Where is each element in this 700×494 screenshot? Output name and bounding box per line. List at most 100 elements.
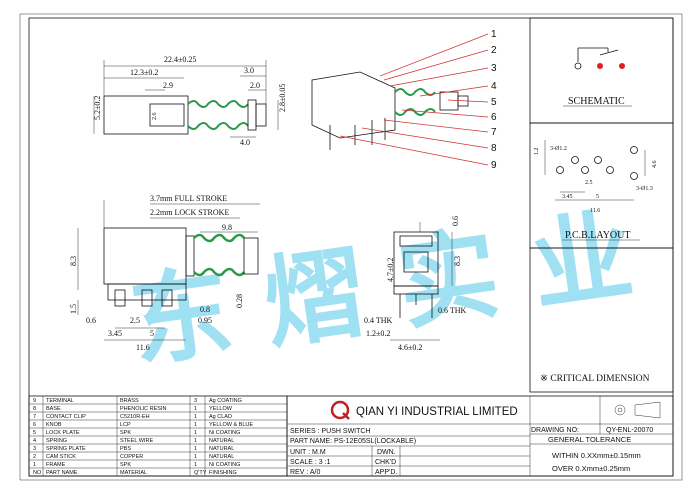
top-dim-20: 2.0 [250,81,260,90]
bom-header-no: NO [33,470,42,476]
title-block-grid [286,395,674,477]
pcb-dim-345: 3.45 [562,194,573,200]
pcb-title: P.C.B.LAYOUT [565,230,630,241]
schematic-diagram [574,47,625,70]
side-dim-5: 5 [150,329,154,338]
tolerance-within: WITHIN 0.XXmm±0.15mm [552,451,641,460]
schematic-terminal-3 [619,63,625,69]
bom-cell-material: PBS [120,446,131,452]
unit-label: UNIT : M.M [290,449,326,456]
side-dim-345: 3.45 [108,329,122,338]
bom-cell-finish: YELLOW [209,406,233,412]
callout-5: 5 [491,97,497,108]
series-label: SERIES : PUSH SWITCH [290,428,371,435]
side-dim-25: 2.5 [130,316,140,325]
end-dim-47: 4.7±0.2 [386,258,395,282]
callout-6: 6 [491,112,497,123]
bom-cell-material: C5210R-EH [120,414,150,420]
bom-cell-finish: NATURAL [209,454,234,460]
bom-cell-part: TERMINAL [46,398,74,404]
bom-cell-qty: 3 [194,398,197,404]
bom-cell-qty: 1 [194,438,197,444]
bom-cell-finish: Ni COATING [209,462,240,468]
bom-cell-material: LCP [120,422,131,428]
bom-cell-no: 7 [33,414,36,420]
side-dim-116: 11.6 [136,343,150,352]
bom-cell-no: 2 [33,454,36,460]
callout-4: 4 [491,81,497,92]
side-dim-095: 0.95 [198,316,212,325]
note-panel [529,247,674,393]
bom-cell-finish: NATURAL [209,438,234,444]
bom-cell-material: COPPER [120,454,143,460]
schematic-terminal-2 [597,63,603,69]
drawing-no-label: DRAWING NO: [531,427,579,434]
end-dim-46: 4.6±0.2 [398,343,422,352]
end-dim-06: 0.6 [451,216,460,226]
side-dim-08: 0.8 [200,305,210,314]
callout-1: 1 [491,29,497,40]
end-view-drawing [390,222,453,341]
bom-cell-qty: 1 [194,406,197,412]
bom-cell-finish: Ag COATING [209,398,242,404]
schematic-terminal-1 [574,62,582,70]
bom-cell-part: SPRING PLATE [46,446,86,452]
bom-header-qty: Q'TY [194,470,207,476]
scale-label: SCALE : 3 :1 [290,459,331,466]
top-view-drawing [93,60,279,138]
bom-cell-finish: Ag CLAD [209,414,232,420]
side-dim-15: 1.5 [69,304,78,314]
pcb-dim-25: 2.5 [585,180,593,186]
isometric-view-drawing [311,71,469,150]
bom-cell-no: 1 [33,462,36,468]
side-dim-06: 0.6 [86,316,96,325]
pcb-dim-46: 4.6 [652,161,658,169]
end-dim-12: 1.2±0.2 [366,329,390,338]
bom-cell-qty: 1 [194,422,197,428]
side-view-drawing [77,200,260,341]
pcb-layout-diagram [544,140,646,201]
top-dim-52: 5.2±0.2 [93,96,102,120]
top-dim-29: 2.9 [163,81,173,90]
bom-cell-part: LOCK PLATE [46,430,80,436]
bom-cell-material: SPK [120,462,131,468]
pcb-hole-dim-2: 3-Ø1.3 [636,186,653,192]
callout-numbers: 1 2 3 4 5 6 7 8 9 [491,29,497,171]
bom-cell-part: FRAME [46,462,66,468]
top-dim-overall: 22.4±0.25 [164,55,196,64]
callout-7: 7 [491,127,497,138]
callout-9: 9 [491,160,497,171]
bom-cell-no: 8 [33,406,36,412]
bom-header-part: PART NAME [46,470,78,476]
bom-cell-qty: 1 [194,430,197,436]
tolerance-title: GENERAL TOLERANCE [548,435,631,444]
bom-cell-no: 9 [33,398,36,404]
bom-cell-qty: 1 [194,462,197,468]
top-dim-40: 4.0 [240,138,250,147]
bom-header-finish: FINISHING [209,470,237,476]
bom-cell-finish: YELLOW & BLUE [209,422,253,428]
side-full-stroke: 3.7mm FULL STROKE [150,194,227,203]
bom-cell-no: 3 [33,446,36,452]
side-dim-028: 0.28 [235,294,244,308]
bom-cell-material: SPK [120,430,131,436]
bom-cell-finish: Ni COATING [209,430,240,436]
top-dim-28: 2.8±0.05 [278,84,287,112]
chkd-label: CHK'D [375,459,396,466]
watermark-text: 东 熠 实 业 [124,196,640,382]
end-thk-06: 0.6 THK [438,306,467,315]
dwn-label: DWN. [377,449,396,456]
drawing-no: QY-ENL-20070 [606,427,653,434]
critical-dimension-note: ※ CRITICAL DIMENSION [540,374,650,384]
end-dim-83: 8.3 [453,256,462,266]
top-dim-half: 12.3±0.2 [130,68,158,77]
end-thk-04: 0.4 THK [364,316,393,325]
bom-cell-part: CAM STICK [46,454,76,460]
projection-symbol-icon [614,401,661,419]
pcb-dim-12: 1.2 [534,148,540,156]
bom-cell-no: 5 [33,430,36,436]
bom-cell-material: BRASS [120,398,139,404]
bom-cell-part: KNOB [46,422,62,428]
company-logo [330,400,350,420]
